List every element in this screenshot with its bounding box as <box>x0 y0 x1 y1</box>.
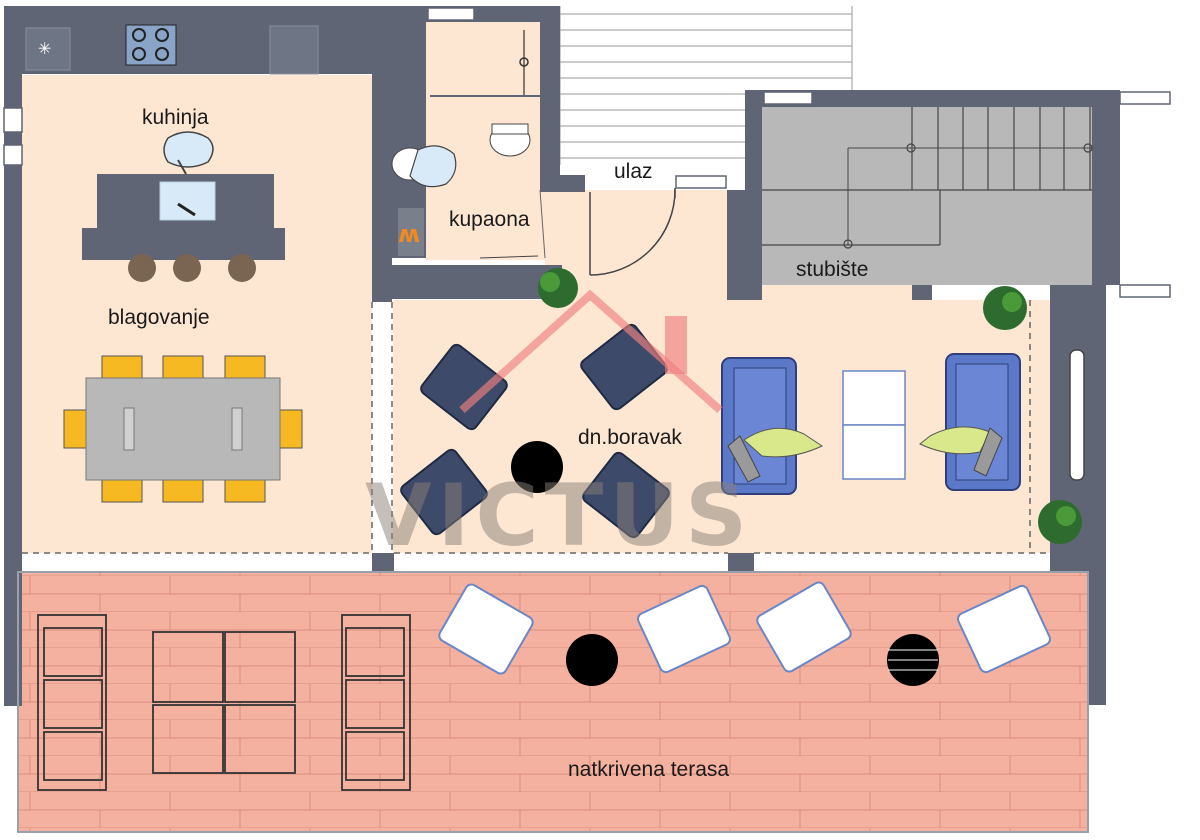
dining-table <box>63 355 303 503</box>
label-stairs: stubište <box>796 258 868 281</box>
person-kitchen-icon <box>163 131 214 175</box>
stair-landing <box>762 285 912 300</box>
label-dining: blagovanje <box>108 306 210 329</box>
terrace-frame <box>17 571 1089 833</box>
bathroom-fixtures: ʍ <box>391 30 546 259</box>
staircase <box>762 107 1093 249</box>
openings <box>22 300 1050 554</box>
label-bathroom: kupaona <box>449 208 530 231</box>
stairs-floor <box>762 105 1092 285</box>
terrace-armchairs <box>438 581 1051 675</box>
kitchen-island <box>82 174 285 282</box>
terrace-round-table-2 <box>887 634 939 686</box>
label-terrace: natkrivena terasa <box>568 758 729 781</box>
sofas <box>721 353 1021 495</box>
coffee-table-round <box>511 441 563 493</box>
entrance-door <box>589 188 676 276</box>
watermark-text: VICTUS <box>365 466 753 566</box>
watermark-logo: VICTUS <box>365 289 753 566</box>
svg-text:ʍ: ʍ <box>398 220 420 248</box>
kitchen-counter: ✳ <box>22 22 372 75</box>
label-living: dn.boravak <box>578 426 682 449</box>
terrace-loungers <box>37 614 411 791</box>
windows <box>3 7 1171 298</box>
tv-icon <box>1069 349 1085 481</box>
label-entrance: ulaz <box>614 160 653 183</box>
sink-icon <box>159 181 216 221</box>
plants <box>538 268 1082 544</box>
terrace-round-table-1 <box>566 634 618 686</box>
terrace-table <box>152 631 296 774</box>
svg-text:✳: ✳ <box>38 39 51 58</box>
glass-coffee-table <box>842 370 906 480</box>
outdoor-steps <box>559 6 853 165</box>
label-kitchen: kuhinja <box>142 106 209 129</box>
